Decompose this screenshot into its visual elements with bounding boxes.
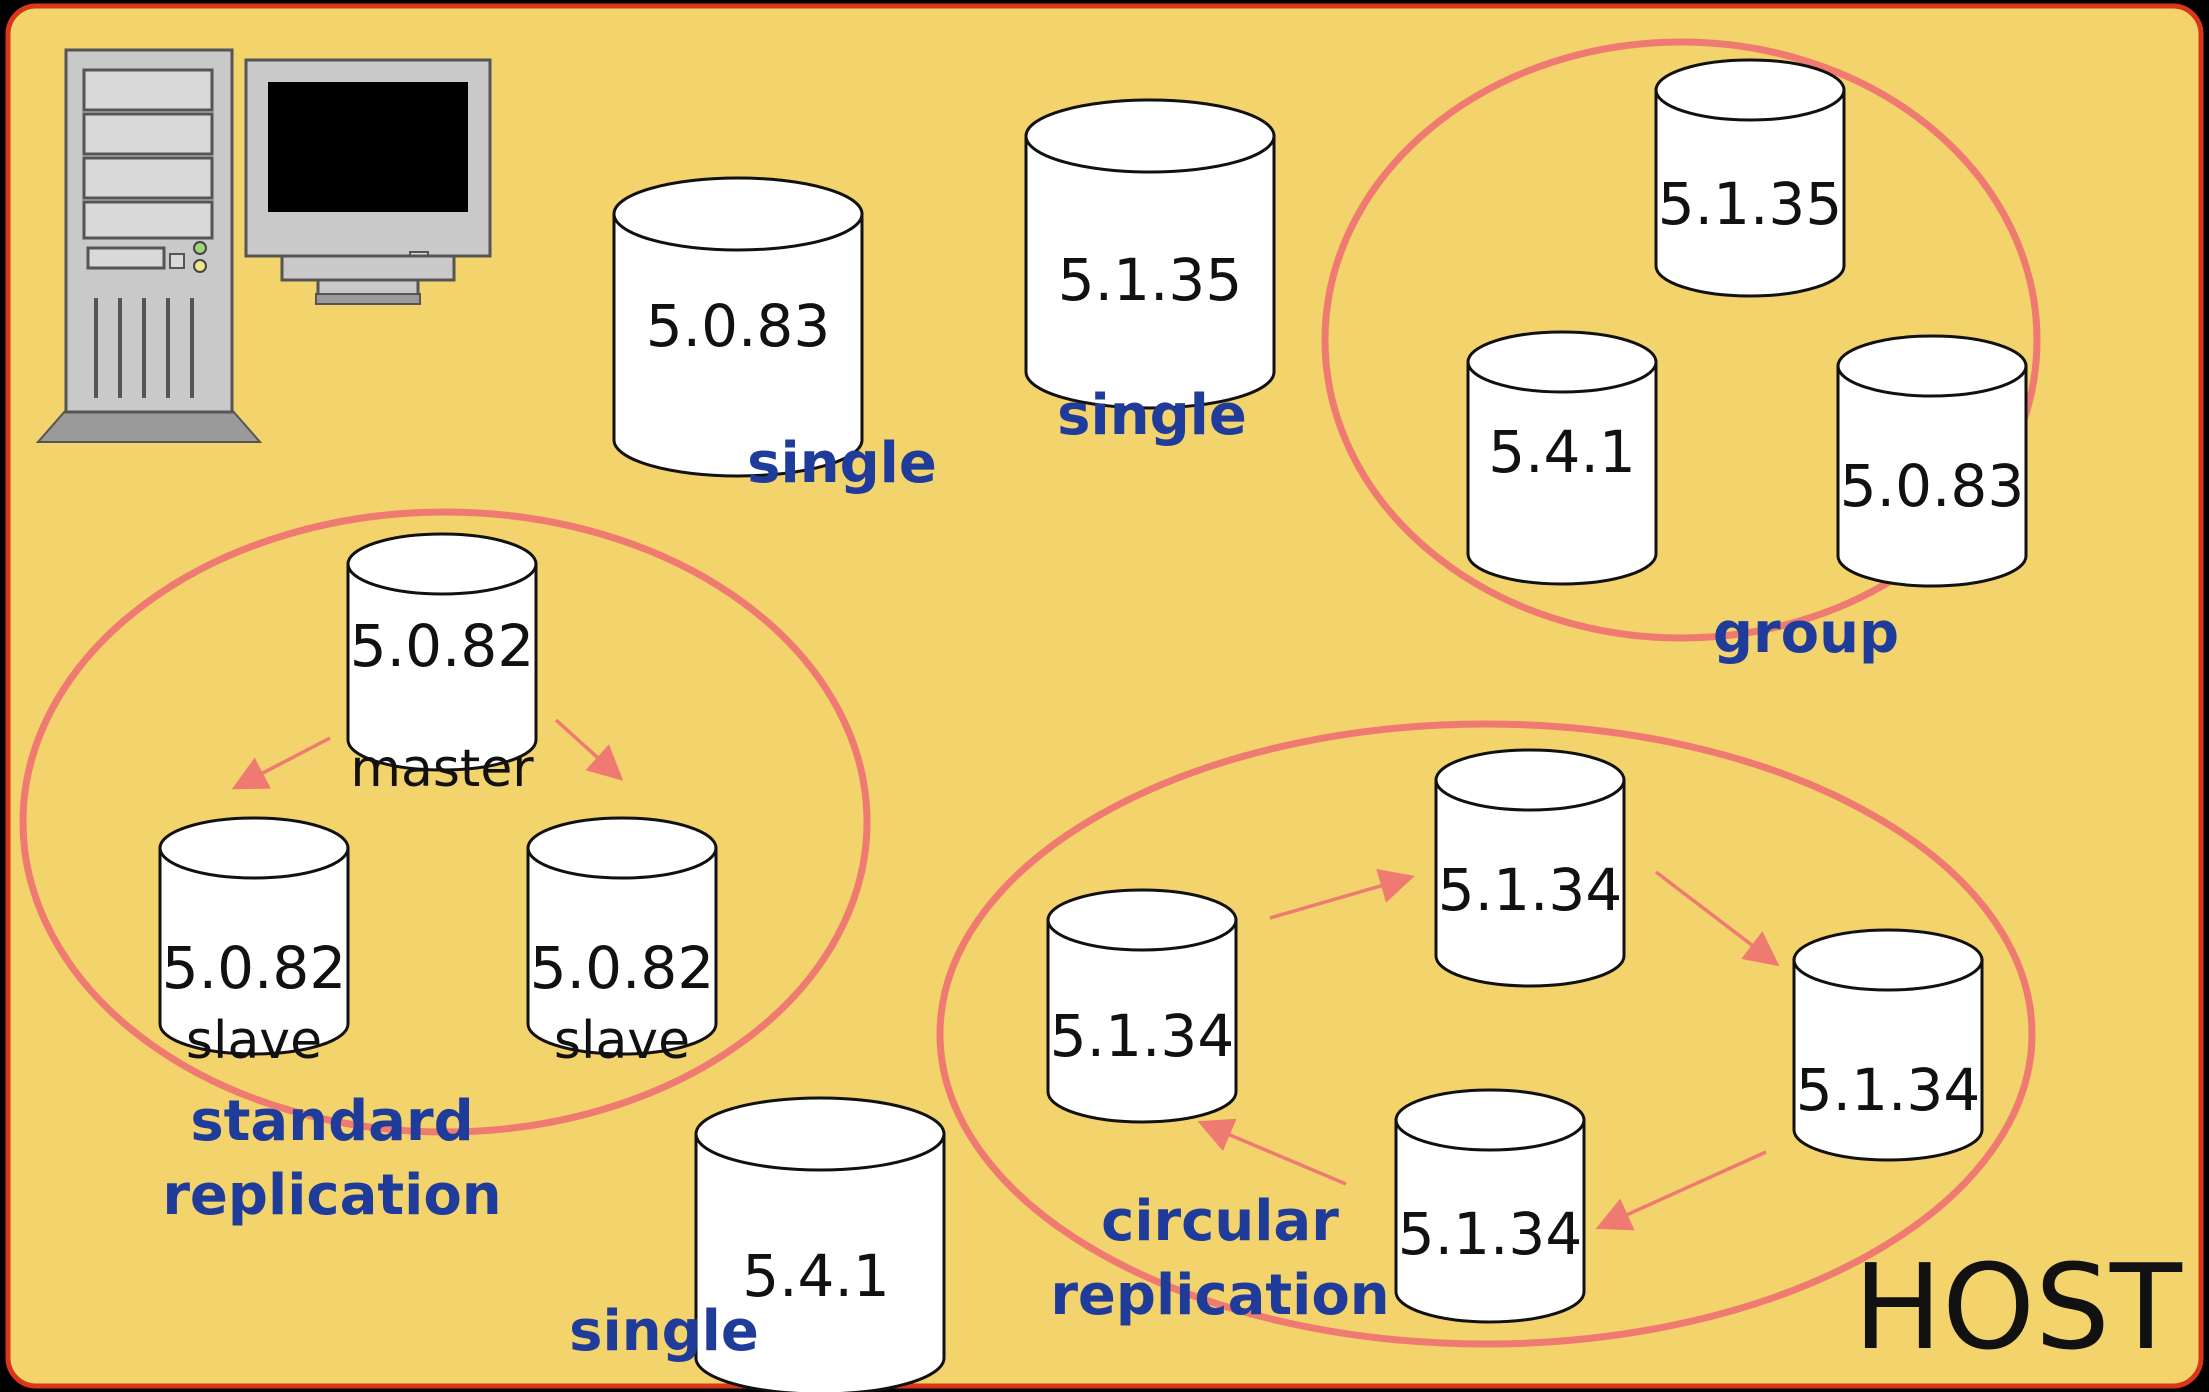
group-node-version-label: 5.0.83 xyxy=(1840,452,2024,520)
circular-replication-ellipse xyxy=(936,720,2036,1348)
group-node-version-label: 5.1.35 xyxy=(1658,170,1842,238)
replication-arrow xyxy=(1269,868,1415,920)
circular-db-cylinder xyxy=(1394,1088,1586,1324)
circular-db-cylinder xyxy=(1792,928,1984,1162)
circular-node-version-label: 5.1.34 xyxy=(1398,1200,1582,1268)
master-db-cylinder xyxy=(346,532,538,772)
group-caption: group xyxy=(1713,601,1899,666)
single-db-cylinder xyxy=(612,176,864,478)
single-caption: single xyxy=(1057,383,1247,448)
group-db-cylinder xyxy=(1836,334,2028,588)
replication-arrow xyxy=(554,718,624,781)
host-label: HOST xyxy=(1853,1238,2183,1376)
slave-db-cylinder xyxy=(158,816,350,1056)
single-db-cylinder xyxy=(694,1096,946,1392)
single-db-cylinder xyxy=(1024,98,1276,410)
single-caption: single xyxy=(747,431,937,496)
single-version-label: 5.4.1 xyxy=(742,1242,890,1310)
circular-replication-caption: replication xyxy=(1050,1263,1389,1328)
standard-replication-caption: replication xyxy=(162,1163,501,1228)
replication-arrow xyxy=(1595,1150,1767,1231)
slave-role-label: slave xyxy=(554,1011,690,1071)
slave-db-cylinder xyxy=(526,816,718,1056)
slave-role-label: slave xyxy=(186,1011,322,1071)
group-node-version-label: 5.4.1 xyxy=(1488,418,1636,486)
standard-replication-caption: standard xyxy=(190,1089,473,1154)
replication-arrow xyxy=(1197,1118,1347,1186)
group-db-cylinder xyxy=(1654,58,1846,298)
master-version-label: 5.0.82 xyxy=(350,612,534,680)
group-ellipse xyxy=(1321,38,2041,642)
single-version-label: 5.1.35 xyxy=(1058,246,1242,314)
single-caption: single xyxy=(569,1299,759,1364)
circular-node-version-label: 5.1.34 xyxy=(1796,1056,1980,1124)
replication-arrow xyxy=(231,736,331,790)
slave-version-label: 5.0.82 xyxy=(530,934,714,1002)
standard-replication-ellipse xyxy=(19,508,871,1136)
master-role-label: master xyxy=(350,739,534,799)
circular-db-cylinder xyxy=(1434,748,1626,988)
group-db-cylinder xyxy=(1466,330,1658,586)
single-version-label: 5.0.83 xyxy=(646,292,830,360)
slave-version-label: 5.0.82 xyxy=(162,934,346,1002)
circular-node-version-label: 5.1.34 xyxy=(1050,1002,1234,1070)
circular-node-version-label: 5.1.34 xyxy=(1438,856,1622,924)
circular-db-cylinder xyxy=(1046,888,1238,1124)
computer-icon xyxy=(35,48,492,443)
replication-arrow xyxy=(1654,870,1780,967)
circular-replication-caption: circular xyxy=(1101,1189,1339,1254)
